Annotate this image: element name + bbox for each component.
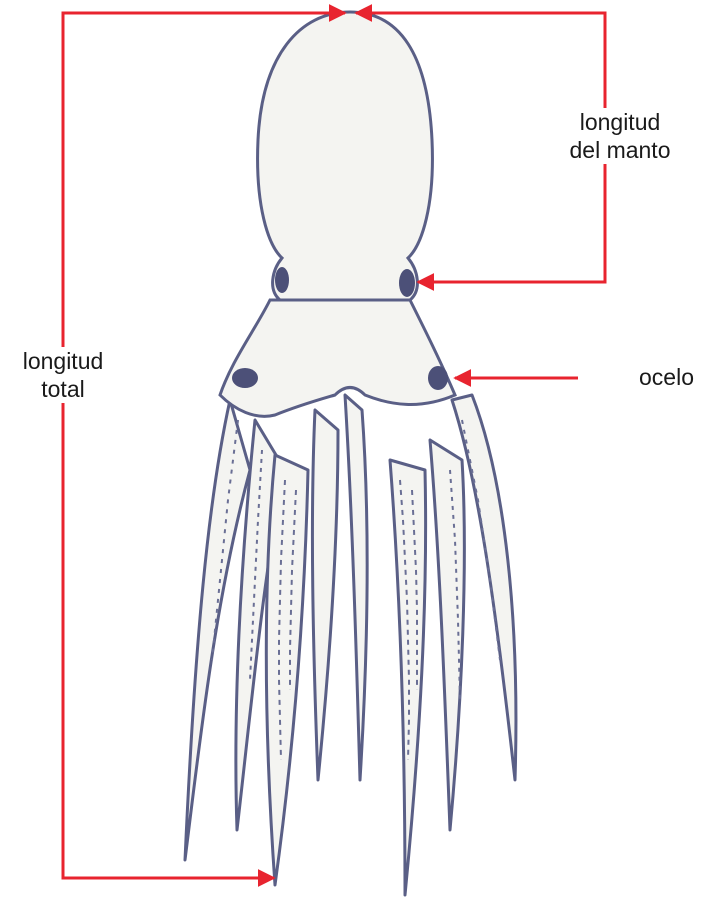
right-eye bbox=[399, 269, 415, 297]
total-length-label-line1: longitud bbox=[4, 347, 122, 375]
octopus-illustration bbox=[185, 12, 516, 895]
arm-right-4 bbox=[345, 395, 367, 780]
total-length-label: longitud total bbox=[4, 347, 122, 403]
octopus-head-web bbox=[220, 300, 455, 416]
left-eye bbox=[275, 267, 289, 293]
arm-left-4 bbox=[312, 410, 338, 780]
right-ocellus bbox=[428, 366, 448, 390]
ocellus-label: ocelo bbox=[639, 363, 694, 391]
arm-right-3 bbox=[390, 460, 426, 895]
left-ocellus bbox=[232, 368, 258, 388]
mantle-length-label: longitud del manto bbox=[550, 108, 690, 164]
octopus-arms bbox=[185, 395, 516, 895]
octopus-mantle bbox=[258, 12, 433, 300]
mantle-length-label-line1: longitud bbox=[550, 108, 690, 136]
arm-left-3 bbox=[266, 455, 308, 885]
total-length-label-line2: total bbox=[4, 375, 122, 403]
mantle-length-label-line2: del manto bbox=[550, 136, 690, 164]
